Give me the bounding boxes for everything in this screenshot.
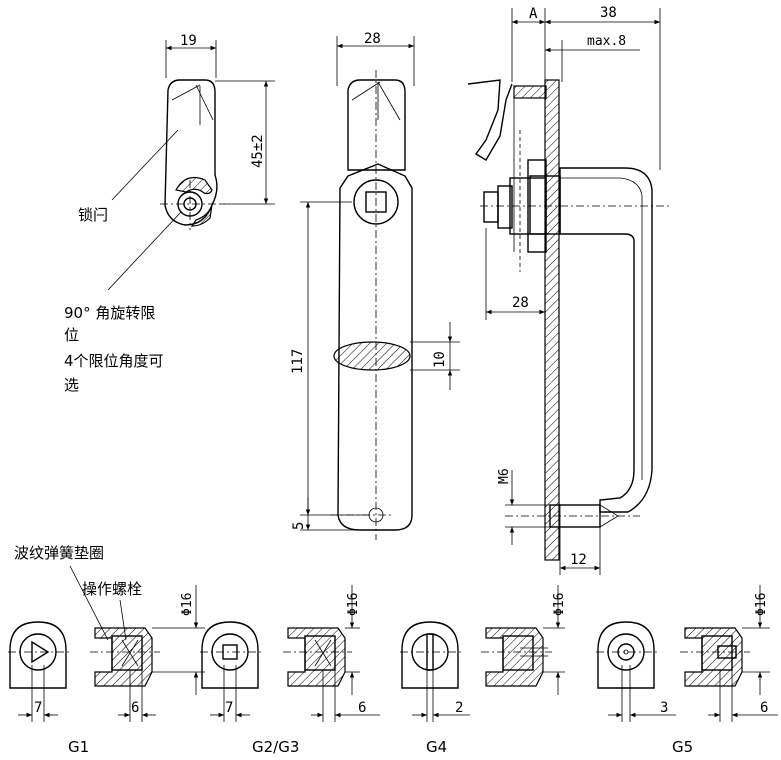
label-rotation-3: 4个限位角度可 xyxy=(64,352,164,370)
g2-front-dim: 7 xyxy=(225,700,233,716)
dim-latch-length: 45±2 xyxy=(250,134,266,168)
g5-section-dim: 6 xyxy=(760,700,768,716)
variant-g4: 2 Φ16 G4 xyxy=(400,585,567,756)
label-rotation-4: 选 xyxy=(64,376,79,394)
g2-section-dim: 6 xyxy=(358,700,366,716)
dim-thread: M6 xyxy=(497,468,512,484)
g1-section-dim: 6 xyxy=(131,700,139,716)
g5-dia: Φ16 xyxy=(754,593,769,616)
label-rotation-2: 位 xyxy=(64,326,79,344)
dim-side-max: max.8 xyxy=(587,34,626,49)
variant-g2g3: 7 6 Φ16 G2/G3 xyxy=(200,585,380,756)
dim-side-total: 38 xyxy=(600,5,617,21)
variant-g1: 7 6 Φ16 G1 xyxy=(8,585,205,756)
latch-view: 19 45±2 锁闩 90° 角旋转限 位 4个限位角度可 选 xyxy=(64,33,275,394)
g1-front-dim: 7 xyxy=(34,700,42,716)
g5-name: G5 xyxy=(672,738,693,756)
dim-handle-width: 28 xyxy=(364,31,381,47)
g2-dia: Φ16 xyxy=(346,593,361,616)
label-operating-bolt: 操作螺栓 xyxy=(82,580,142,598)
g1-name: G1 xyxy=(68,738,89,756)
g4-front-dim: 2 xyxy=(455,700,463,716)
dim-slot-height: 10 xyxy=(432,351,448,368)
dim-handle-length: 117 xyxy=(290,349,306,374)
g5-front-dim: 3 xyxy=(660,700,668,716)
label-rotation-1: 90° 角旋转限 xyxy=(64,304,155,322)
handle-front-view: 28 117 10 5 xyxy=(290,31,460,540)
dim-bottom-offset: 5 xyxy=(291,522,307,530)
g1-dia: Φ16 xyxy=(180,593,195,616)
g4-name: G4 xyxy=(426,738,447,756)
dim-stud-len: 12 xyxy=(570,552,587,568)
label-spring-washer: 波纹弹簧垫圈 xyxy=(14,544,104,562)
dim-side-depth: 28 xyxy=(512,295,529,311)
dim-side-a: A xyxy=(529,6,538,22)
side-section-view: A 38 max.8 28 M6 12 xyxy=(467,5,670,575)
label-latch: 锁闩 xyxy=(78,206,108,224)
g2-name: G2/G3 xyxy=(252,738,299,756)
variant-g5: 3 6 Φ16 G5 xyxy=(596,585,778,756)
dim-latch-width: 19 xyxy=(180,33,197,49)
g4-dia: Φ16 xyxy=(552,593,567,616)
